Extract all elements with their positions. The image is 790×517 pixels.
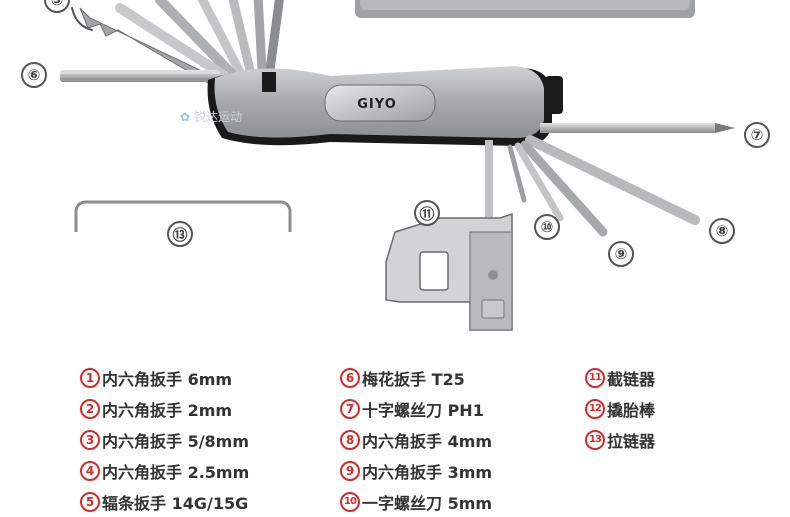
chain-hook: [74, 200, 292, 232]
fanned-tools-top: [71, 0, 284, 91]
legend-number-badge: 5: [80, 491, 100, 512]
legend-label: 内六角扳手 2.5mm: [102, 462, 250, 482]
brand-logo: GIYO: [357, 96, 397, 112]
legend-number-badge: 9: [340, 460, 360, 481]
legend-number-badge: 7: [340, 398, 360, 419]
callout-10: ⑩: [534, 214, 560, 240]
chain-breaker: [385, 140, 513, 331]
legend-label: 内六角扳手 3mm: [362, 462, 493, 482]
legend-number-badge: 10: [340, 491, 360, 512]
legend-number-badge: 6: [340, 367, 360, 388]
callout-8: ⑧: [709, 218, 735, 244]
legend-number-badge: 8: [340, 429, 360, 450]
legend-label: 梅花扳手 T25: [362, 369, 465, 389]
legend-number-badge: 13: [585, 429, 605, 450]
legend-label: 内六角扳手 4mm: [362, 431, 493, 451]
legend-number-badge: 11: [585, 367, 605, 388]
legend-number-badge: 3: [80, 429, 100, 450]
legend-label: 内六角扳手 6mm: [102, 369, 233, 389]
legend-label: 撬胎棒: [607, 400, 656, 420]
watermark: ✿ 锐达运动: [180, 108, 242, 125]
legend-label: 辐条扳手 14G/15G: [102, 493, 249, 513]
callout-11: ⑪: [414, 200, 440, 226]
legend-number-badge: 1: [80, 367, 100, 388]
legend-label: 内六角扳手 5/8mm: [102, 431, 250, 451]
watermark-text: 锐达运动: [194, 110, 243, 124]
tool-body: [207, 66, 563, 146]
legend-label: 拉链器: [607, 431, 656, 451]
legend-number-badge: 4: [80, 460, 100, 481]
callout-9: ⑨: [608, 241, 634, 267]
phillips-screwdriver: [540, 123, 735, 133]
callout-7: ⑦: [744, 122, 770, 148]
legend-number-badge: 2: [80, 398, 100, 419]
legend-number-badge: 12: [585, 398, 605, 419]
legend-label: 一字螺丝刀 5mm: [362, 493, 493, 513]
fanned-tools-bottom: [507, 135, 700, 237]
legend-label: 内六角扳手 2mm: [102, 400, 233, 420]
legend-label: 截链器: [607, 369, 656, 389]
callout-13: ⑬: [167, 221, 193, 247]
multitool-photo: [60, 0, 735, 331]
torx-bit: [60, 70, 220, 82]
watermark-logo-icon: ✿: [180, 109, 191, 124]
callout-6: ⑥: [21, 62, 47, 88]
legend-label: 十字螺丝刀 PH1: [362, 400, 484, 420]
